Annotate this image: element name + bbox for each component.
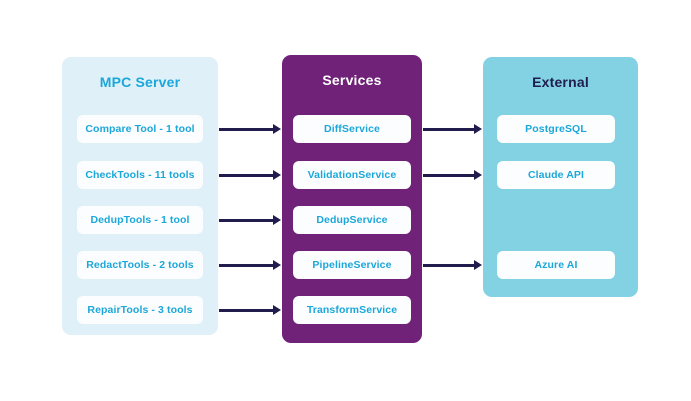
arrow-services-to-external-row3 — [423, 260, 482, 270]
arrow-shaft — [219, 173, 274, 177]
node-transformservice: TransformService — [293, 296, 411, 324]
node-deduptools-1-tool: DedupTools - 1 tool — [77, 206, 203, 234]
node-validationservice: ValidationService — [293, 161, 411, 189]
node-checktools-11-tools: CheckTools - 11 tools — [77, 161, 203, 189]
node-compare-tool-1-tool: Compare Tool - 1 tool — [77, 115, 203, 143]
arrow-head-icon — [273, 260, 281, 270]
arrow-shaft — [219, 263, 274, 267]
node-pipelineservice: PipelineService — [293, 251, 411, 279]
arrow-head-icon — [273, 305, 281, 315]
arrow-services-to-external-row1 — [423, 170, 482, 180]
arrow-services-to-external-row0 — [423, 124, 482, 134]
arrow-mpc-server-to-services-row2 — [219, 215, 281, 225]
arrow-shaft — [423, 263, 475, 267]
column-title-external: External — [532, 74, 589, 90]
node-claude-api: Claude API — [497, 161, 615, 189]
arrow-shaft — [423, 173, 475, 177]
arrow-mpc-server-to-services-row4 — [219, 305, 281, 315]
arrow-head-icon — [273, 215, 281, 225]
arrow-head-icon — [474, 170, 482, 180]
arrow-head-icon — [474, 260, 482, 270]
node-postgresql: PostgreSQL — [497, 115, 615, 143]
column-title-mpc-server: MPC Server — [99, 74, 181, 90]
node-azure-ai: Azure AI — [497, 251, 615, 279]
node-redacttools-2-tools: RedactTools - 2 tools — [77, 251, 203, 279]
arrow-mpc-server-to-services-row3 — [219, 260, 281, 270]
arrow-mpc-server-to-services-row1 — [219, 170, 281, 180]
arrow-shaft — [423, 127, 475, 131]
arrow-mpc-server-to-services-row0 — [219, 124, 281, 134]
node-diffservice: DiffService — [293, 115, 411, 143]
arrow-shaft — [219, 127, 274, 131]
column-title-services: Services — [322, 72, 382, 88]
arrow-head-icon — [474, 124, 482, 134]
arrow-head-icon — [273, 170, 281, 180]
column-external: External PostgreSQL Claude API Azure AI — [483, 57, 638, 297]
arrow-shaft — [219, 218, 274, 222]
arrow-shaft — [219, 308, 274, 312]
arrow-head-icon — [273, 124, 281, 134]
node-repairtools-3-tools: RepairTools - 3 tools — [77, 296, 203, 324]
node-dedupservice: DedupService — [293, 206, 411, 234]
